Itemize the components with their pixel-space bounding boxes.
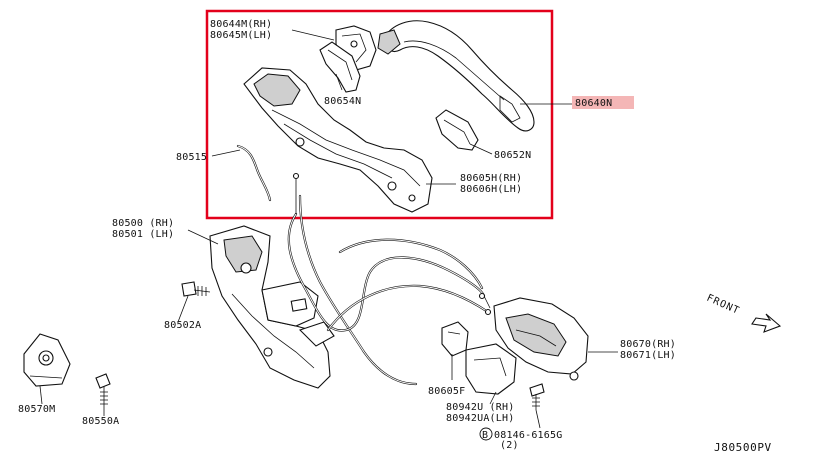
label-80502A: 80502A bbox=[164, 320, 201, 331]
diagram-code: J80500PV bbox=[714, 441, 772, 454]
front-label: FRONT bbox=[705, 293, 742, 317]
label-80605F: 80605F bbox=[428, 386, 465, 397]
label-08146: B 08146-6165G (2) bbox=[479, 427, 562, 451]
escutcheon-80942U bbox=[465, 343, 517, 395]
bolt-80550A bbox=[95, 373, 111, 408]
label-80942U: 80942U (RH) 80942UA(LH) bbox=[446, 402, 521, 424]
svg-text:08146-6165G: 08146-6165G bbox=[494, 430, 562, 441]
label-80670: 80670(RH) 80671(LH) bbox=[620, 339, 682, 361]
label-80644M: 80644M(RH) 80645M(LH) bbox=[210, 19, 278, 41]
screw-08146 bbox=[529, 383, 545, 410]
cables bbox=[287, 172, 492, 386]
outside-handle-80640N bbox=[377, 20, 535, 132]
screw-80502A bbox=[181, 281, 211, 297]
label-80500: 80500 (RH) 80501 (LH) bbox=[112, 218, 180, 240]
svg-text:B: B bbox=[482, 430, 488, 441]
label-80550A: 80550A bbox=[82, 416, 119, 427]
leader-lines bbox=[39, 29, 618, 429]
label-80654N: 80654N bbox=[324, 96, 361, 107]
inside-handle-80670 bbox=[493, 297, 589, 381]
handle-frame-base bbox=[243, 67, 433, 213]
label-80570M: 80570M bbox=[18, 404, 55, 415]
label-80515: 80515 bbox=[176, 152, 207, 163]
label-80652N: 80652N bbox=[494, 150, 531, 161]
callout-highlight-80640N bbox=[572, 96, 634, 109]
striker-80570M bbox=[23, 333, 71, 387]
front-arrow bbox=[751, 313, 782, 333]
label-80605H: 80605H(RH) 80606H(LH) bbox=[460, 173, 528, 195]
svg-text:(2): (2) bbox=[500, 440, 519, 451]
door-lock-actuator-80500 bbox=[209, 225, 335, 389]
label-80640N: 80640N bbox=[575, 98, 612, 109]
clip-80605F bbox=[441, 321, 469, 357]
rod-80515 bbox=[236, 144, 272, 202]
highlight-frame bbox=[205, 9, 554, 220]
gasket-80654N bbox=[319, 41, 361, 93]
pad-80652N bbox=[435, 109, 479, 151]
